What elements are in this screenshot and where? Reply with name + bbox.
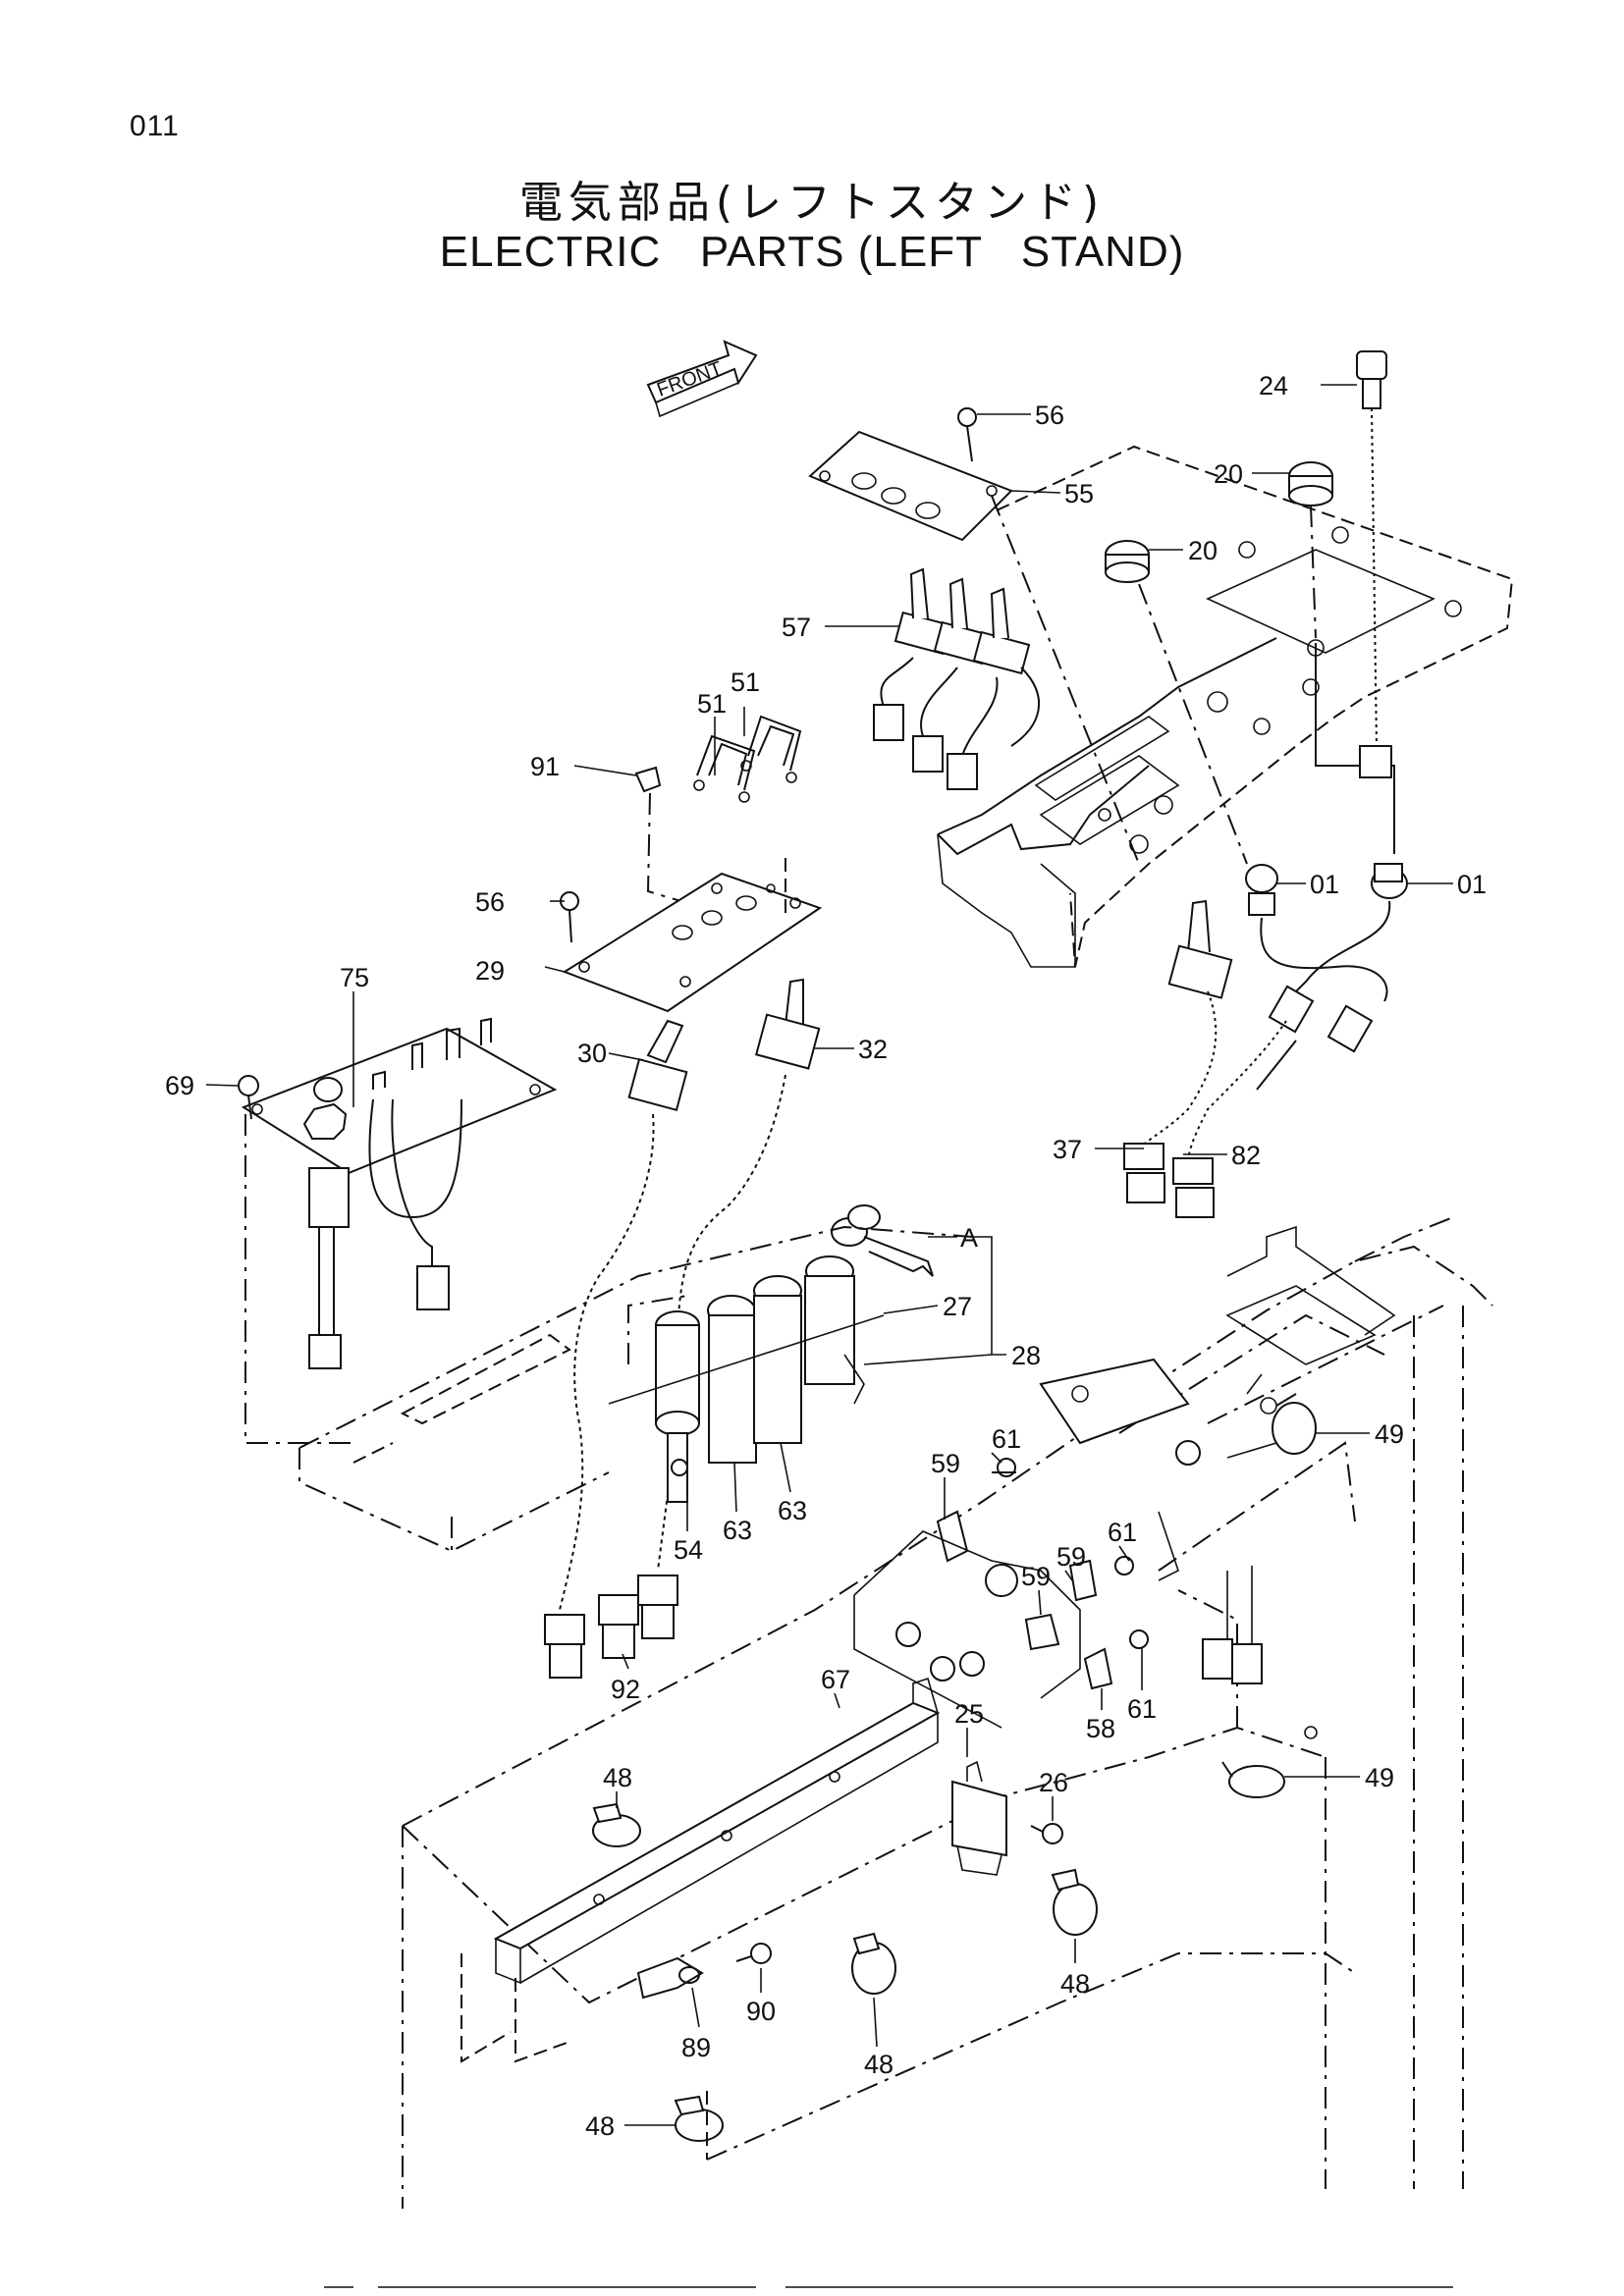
callout-51-b: 51 xyxy=(731,667,760,697)
callout-61-a: 61 xyxy=(992,1424,1021,1454)
switch-30 xyxy=(559,1019,688,1611)
callout-01-b: 01 xyxy=(1457,870,1487,899)
callout-26: 26 xyxy=(1039,1768,1068,1797)
callout-48-b: 48 xyxy=(1060,1969,1090,1999)
callout-61-b: 61 xyxy=(1108,1518,1137,1547)
front-label: FRONT xyxy=(654,357,725,400)
callout-49-b: 49 xyxy=(1365,1763,1394,1792)
callout-89: 89 xyxy=(681,2033,711,2062)
callout-82: 82 xyxy=(1231,1141,1261,1170)
bracket-assembly xyxy=(853,1358,1190,1729)
callout-57: 57 xyxy=(782,613,811,642)
bolt-90 xyxy=(735,1943,772,1964)
callout-59-b: 59 xyxy=(1056,1542,1086,1572)
callout-91: 91 xyxy=(530,752,560,781)
callout-59-c: 59 xyxy=(1021,1562,1051,1591)
callout-01-a: 01 xyxy=(1310,870,1339,899)
callout-51-a: 51 xyxy=(697,689,727,719)
clamp-48-a xyxy=(592,1802,641,1847)
callout-49-a: 49 xyxy=(1375,1419,1404,1449)
callout-67: 67 xyxy=(821,1665,850,1694)
callout-59-a: 59 xyxy=(931,1449,960,1478)
clamp-48-b xyxy=(1051,1868,1098,1936)
callout-61-c: 61 xyxy=(1127,1694,1157,1724)
plate-29 xyxy=(562,854,823,1013)
callout-56-mid: 56 xyxy=(475,887,505,917)
sensors-and-harness xyxy=(1123,863,1408,1218)
callout-58: 58 xyxy=(1086,1714,1115,1743)
title-english: ELECTRIC PARTS (LEFT STAND) xyxy=(439,228,1185,276)
callout-27: 27 xyxy=(943,1292,972,1321)
callout-25: 25 xyxy=(954,1699,984,1729)
callout-32: 32 xyxy=(858,1035,888,1064)
callout-63-a: 63 xyxy=(723,1516,752,1545)
callout-56-top: 56 xyxy=(1035,400,1064,430)
bolt-26 xyxy=(1030,1823,1063,1844)
switch-32 xyxy=(657,978,821,1572)
clamp-48-c xyxy=(851,1932,896,1995)
callout-20-a: 20 xyxy=(1214,459,1243,489)
callout-48-c: 48 xyxy=(864,2050,893,2079)
callout-55: 55 xyxy=(1064,479,1094,508)
lower-frame-housing xyxy=(298,1216,1493,2209)
callout-54: 54 xyxy=(674,1535,703,1565)
callout-63-b: 63 xyxy=(778,1496,807,1525)
clamp-89 xyxy=(636,1956,704,2000)
knob-cap-20-left xyxy=(1105,540,1248,865)
callout-90: 90 xyxy=(746,1997,776,2026)
screw-56-mid xyxy=(560,891,579,943)
upper-console-frame xyxy=(937,445,1514,968)
title-japanese: 電気部品(レフトスタンド) xyxy=(518,178,1106,228)
switch-panel-75 xyxy=(241,1017,558,1444)
callout-30: 30 xyxy=(577,1039,607,1068)
screw-69 xyxy=(238,1075,259,1120)
page-number: 011 xyxy=(130,110,180,142)
callout-48-d: 48 xyxy=(585,2111,615,2141)
callout-labels: 56 55 24 20 20 57 51 51 91 56 29 01 01 7… xyxy=(165,371,1487,2141)
callout-92: 92 xyxy=(611,1675,640,1704)
callout-75: 75 xyxy=(340,963,369,992)
callout-20-b: 20 xyxy=(1188,536,1218,565)
key-icon xyxy=(831,1204,934,1277)
clamp-48-d xyxy=(674,2095,724,2142)
leader-lines xyxy=(205,384,1453,2126)
callout-24: 24 xyxy=(1259,371,1288,400)
rail-67 xyxy=(460,1677,941,2063)
callout-A: A xyxy=(960,1223,978,1253)
switch-cluster xyxy=(608,1204,934,1503)
switch-block-57 xyxy=(873,567,1040,790)
clamp-49-lower xyxy=(1221,1761,1285,1798)
relay-25 xyxy=(951,1760,1007,1876)
screw-56-top xyxy=(957,407,977,462)
clamp-49-upper xyxy=(1272,1393,1317,1455)
callout-69: 69 xyxy=(165,1071,194,1100)
front-arrow-marker: FRONT xyxy=(646,340,758,418)
callout-29: 29 xyxy=(475,956,505,986)
u-bolts-51 xyxy=(693,715,802,803)
cable-24 xyxy=(1356,350,1392,778)
knob-cap-20-right xyxy=(1288,461,1333,639)
connectors-92 xyxy=(544,1575,678,1679)
callout-48-a: 48 xyxy=(603,1763,632,1792)
callout-28: 28 xyxy=(1011,1341,1041,1370)
callout-37: 37 xyxy=(1053,1135,1082,1164)
